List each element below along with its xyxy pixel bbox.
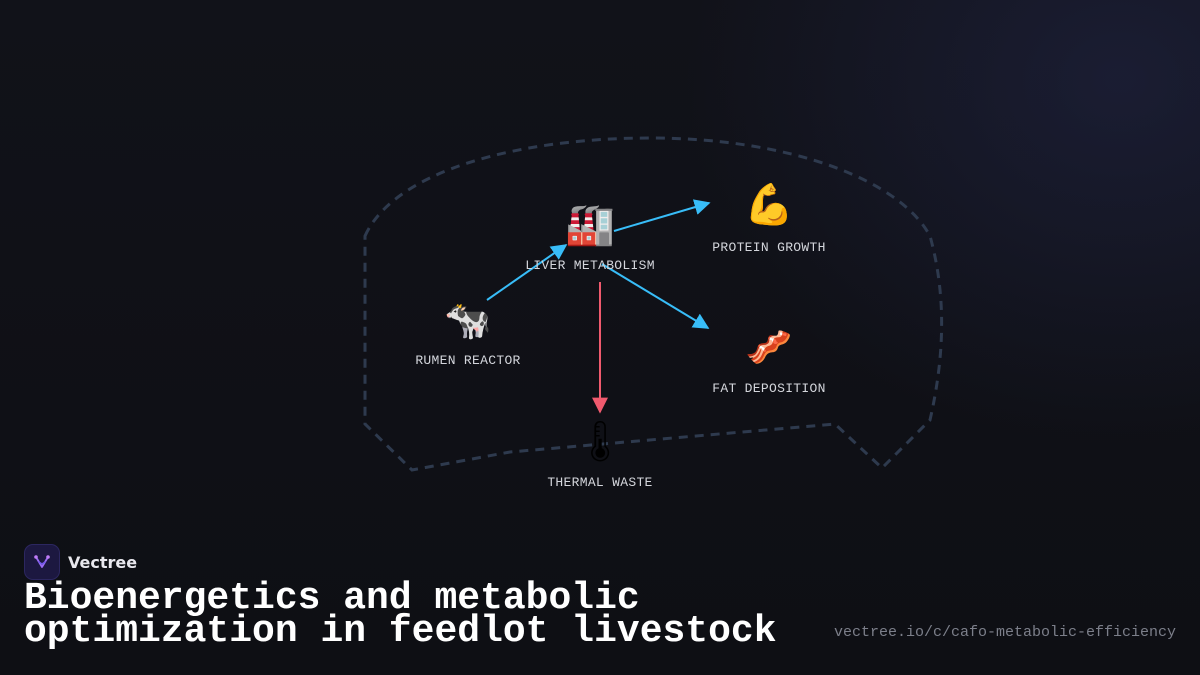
- page-title: Bioenergetics and metabolic optimization…: [24, 577, 777, 653]
- metabolic-flow-diagram: 🐄 RUMEN REACTOR 🏭 LIVER METABOLISM 💪 PRO…: [363, 136, 944, 490]
- cow-icon: 🐄: [444, 298, 491, 342]
- node-thermal-waste: 🌡 THERMAL WASTE: [547, 419, 652, 490]
- source-url[interactable]: vectree.io/c/cafo-metabolic-efficiency: [833, 624, 1176, 641]
- node-fat-deposition: 🥓 FAT DEPOSITION: [712, 325, 825, 396]
- brand: Vectree: [24, 544, 137, 580]
- factory-icon: 🏭: [565, 202, 615, 248]
- node-rumen-reactor: 🐄 RUMEN REACTOR: [415, 298, 520, 368]
- edge-liver-to-protein: [613, 199, 711, 232]
- node-label: FAT DEPOSITION: [712, 381, 825, 396]
- edge-rumen-to-liver: [486, 244, 568, 301]
- node-label: LIVER METABOLISM: [525, 258, 655, 273]
- vectree-logo-icon: [24, 544, 60, 580]
- flexed-biceps-icon: 💪: [744, 181, 794, 228]
- thermometer-icon: 🌡: [575, 419, 626, 465]
- node-liver-metabolism: 🏭 LIVER METABOLISM: [525, 202, 655, 273]
- node-protein-growth: 💪 PROTEIN GROWTH: [712, 181, 825, 255]
- node-label: RUMEN REACTOR: [415, 353, 520, 368]
- bacon-icon: 🥓: [745, 325, 792, 369]
- edge-liver-to-fat: [601, 263, 710, 329]
- node-label: PROTEIN GROWTH: [712, 240, 825, 255]
- node-label: THERMAL WASTE: [547, 475, 652, 490]
- body-outline: [363, 136, 944, 472]
- brand-name: Vectree: [68, 552, 138, 572]
